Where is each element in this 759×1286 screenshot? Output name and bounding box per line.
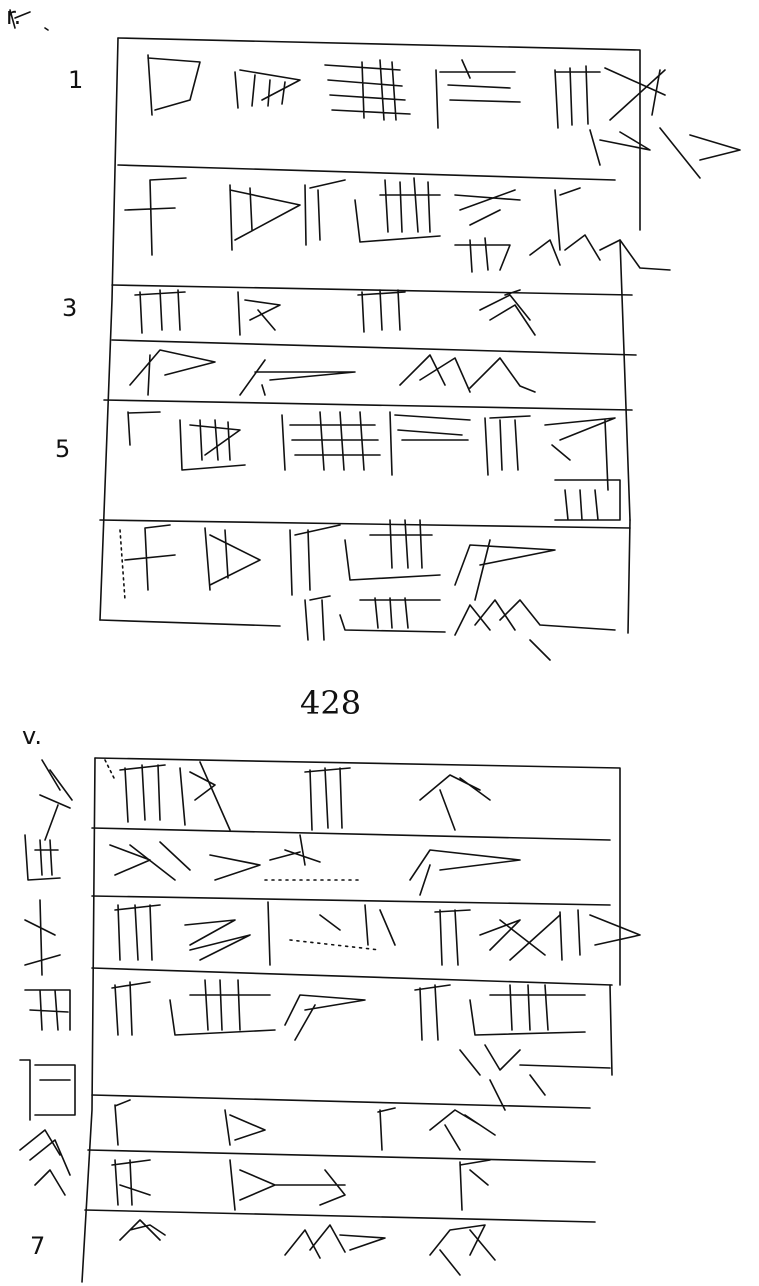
- line-number-7: 7: [30, 1232, 46, 1260]
- line-number-3: 3: [62, 294, 78, 322]
- obverse-signs: [119, 54, 741, 661]
- left-edge-signs: [19, 759, 76, 1196]
- obverse-margin-mark: [9, 9, 49, 31]
- reverse-signs: [104, 759, 641, 1276]
- obverse-frame: [99, 37, 641, 634]
- line-number-5: 5: [55, 435, 71, 463]
- reverse-frame: [81, 757, 621, 1283]
- catalog-number: 428: [300, 684, 362, 722]
- line-number-1: 1: [68, 66, 84, 94]
- obverse-marker: r.: [6, 2, 22, 30]
- reverse-marker: v.: [22, 722, 42, 750]
